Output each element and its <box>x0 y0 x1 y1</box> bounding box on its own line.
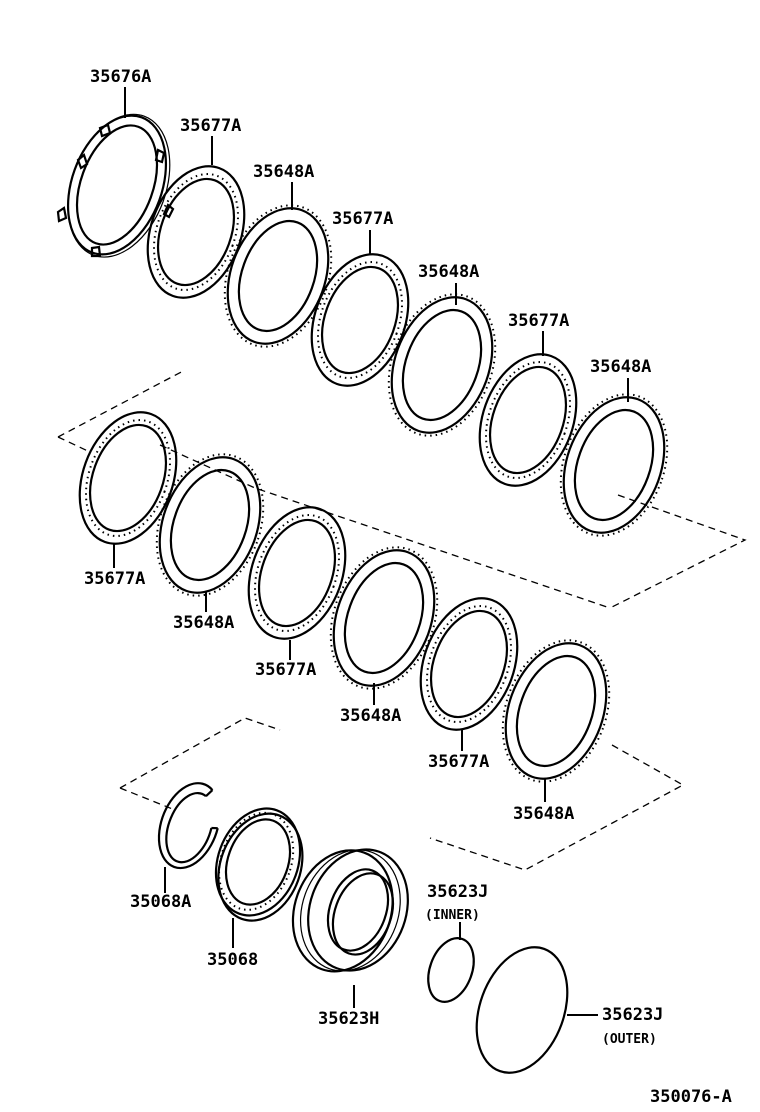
part-clutch-plate <box>155 453 265 597</box>
label-35648a: 35648A <box>173 613 234 633</box>
part-friction-disc <box>310 253 410 387</box>
part-clutch-plate <box>329 546 439 690</box>
part-friction-disc <box>419 597 519 731</box>
part-friction-disc <box>146 165 246 299</box>
part-snap-ring <box>157 782 219 870</box>
part-o-ring-inner <box>427 937 475 1003</box>
part-clutch-plate <box>387 293 497 437</box>
label-35677a: 35677A <box>255 660 316 680</box>
label-35068a: 35068A <box>130 892 191 912</box>
label-35677a: 35677A <box>332 209 393 229</box>
group-boundary-upper <box>57 369 747 609</box>
group-boundary-lower <box>119 717 685 871</box>
part-friction-disc <box>247 506 347 640</box>
note-outer: (OUTER) <box>602 1032 657 1047</box>
part-flange-plate <box>56 113 175 258</box>
part-clutch-plate <box>501 639 611 783</box>
part-return-spring <box>214 807 304 922</box>
label-35677a: 35677A <box>84 569 145 589</box>
part-friction-disc <box>78 411 178 545</box>
label-35677a: 35677A <box>508 311 569 331</box>
label-35623j-inner: 35623J <box>427 882 488 902</box>
part-friction-disc <box>478 353 578 487</box>
label-35648a: 35648A <box>513 804 574 824</box>
label-35648a: 35648A <box>590 357 651 377</box>
label-35623j-outer: 35623J <box>602 1005 663 1025</box>
part-piston <box>291 848 409 973</box>
label-35676a: 35676A <box>90 67 151 87</box>
part-clutch-plate <box>223 204 333 348</box>
part-o-ring-outer <box>475 946 569 1074</box>
part-clutch-plate <box>559 393 669 537</box>
label-35068: 35068 <box>207 950 258 970</box>
label-35648a: 35648A <box>418 262 479 282</box>
label-35623h: 35623H <box>318 1009 379 1029</box>
label-35677a: 35677A <box>428 752 489 772</box>
leader-lines <box>113 87 629 1016</box>
label-35648a: 35648A <box>253 162 314 182</box>
label-35648a: 35648A <box>340 706 401 726</box>
label-35677a: 35677A <box>180 116 241 136</box>
group-boundary-upper-lower-edge <box>159 444 611 609</box>
note-inner: (INNER) <box>425 908 480 923</box>
diagram-code: 350076-A <box>650 1087 732 1107</box>
